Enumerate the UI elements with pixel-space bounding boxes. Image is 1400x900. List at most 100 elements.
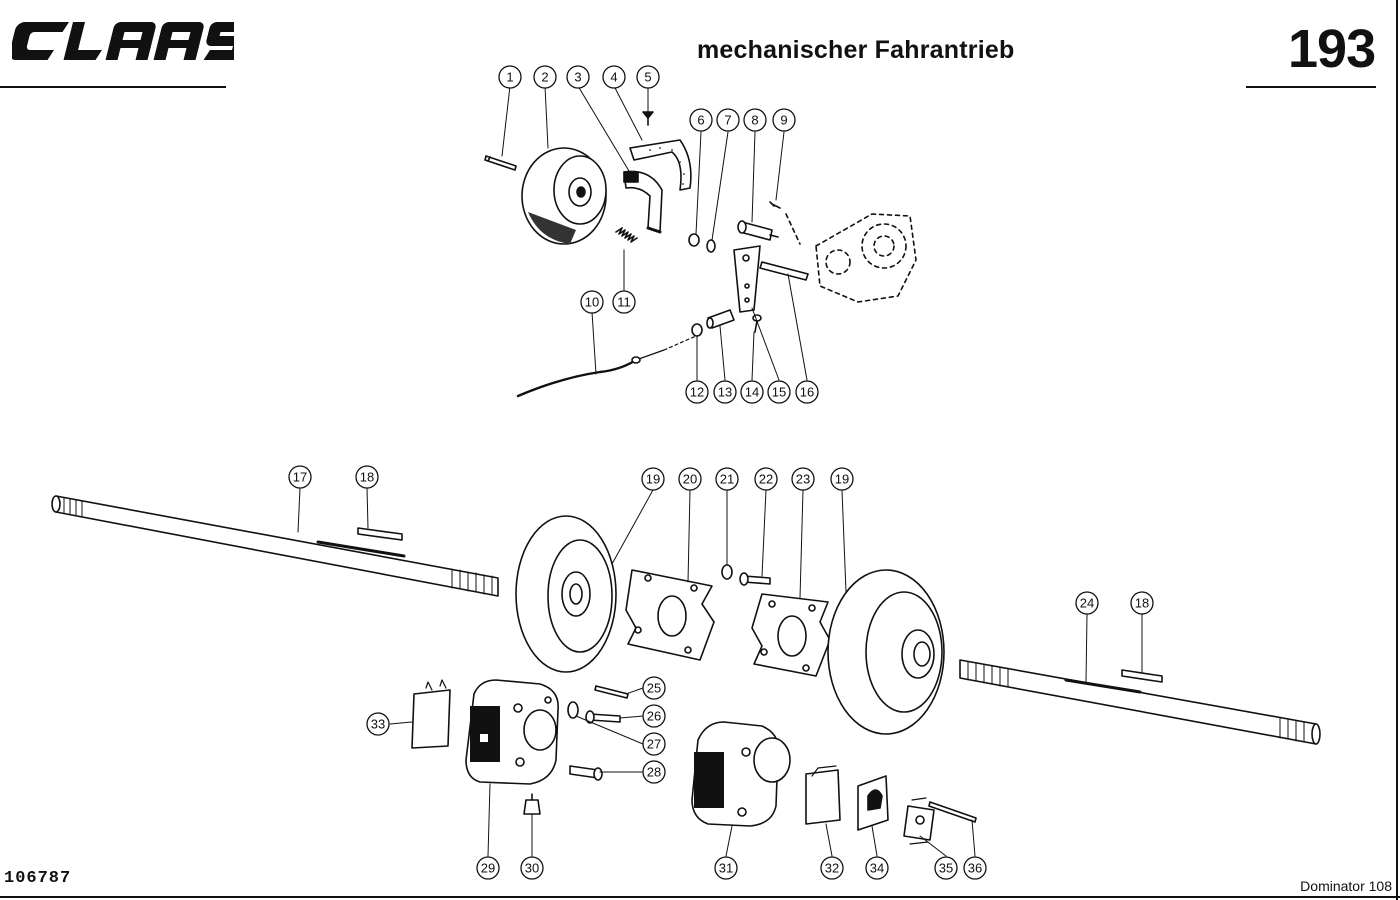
callout-circle	[963, 856, 987, 880]
callout-number: 27	[647, 737, 661, 752]
callout-3: 3	[566, 65, 590, 89]
callout-circle	[1130, 591, 1154, 615]
part-key-left	[357, 527, 403, 541]
part-washer-7	[706, 239, 716, 253]
callout-number: 3	[574, 70, 581, 85]
part-bolt-22	[739, 572, 771, 586]
callout-number: 14	[745, 385, 759, 400]
page-title: mechanischer Fahrantrieb	[697, 36, 1015, 64]
callout-circle	[1075, 591, 1099, 615]
callout-circle	[642, 732, 666, 756]
page-number: 193	[1288, 19, 1376, 79]
callout-circle	[685, 380, 709, 404]
callout-36: 36	[963, 856, 987, 880]
callout-number: 13	[718, 385, 732, 400]
part-pin-16	[759, 261, 809, 281]
callout-number: 23	[796, 472, 810, 487]
part-brake-disc-right	[827, 569, 945, 735]
callout-circle	[366, 712, 390, 736]
callout-number: 21	[720, 472, 734, 487]
callout-circle	[642, 704, 666, 728]
callout-circle	[355, 465, 379, 489]
callout-9: 9	[772, 108, 796, 132]
callout-circle	[772, 108, 796, 132]
callout-circle	[642, 760, 666, 784]
callout-number: 17	[293, 470, 307, 485]
callout-24: 24	[1075, 591, 1099, 615]
callout-number: 31	[719, 861, 733, 876]
part-spring	[615, 227, 638, 243]
callout-19: 19	[641, 467, 665, 491]
callout-19: 19	[830, 467, 854, 491]
callout-number: 6	[697, 113, 704, 128]
callout-circle	[520, 856, 544, 880]
leader-lines	[297, 85, 1143, 857]
part-brake-cable	[516, 335, 697, 398]
callout-circle	[714, 856, 738, 880]
callout-2: 2	[533, 65, 557, 89]
part-bolt-8	[737, 220, 779, 241]
callout-number: 30	[525, 861, 539, 876]
part-bleed-nipple	[523, 793, 541, 815]
part-key-right	[1121, 669, 1163, 683]
callout-circle	[795, 380, 819, 404]
callout-circle	[767, 380, 791, 404]
part-caliper-plate-left	[625, 569, 715, 661]
callout-number: 4	[610, 70, 617, 85]
callout-number: 10	[585, 295, 599, 310]
callout-number: 2	[541, 70, 548, 85]
part-pin	[484, 155, 517, 171]
part-drive-shaft-left	[51, 495, 499, 597]
gearbox-housing	[815, 213, 917, 303]
callout-circle	[288, 465, 312, 489]
part-lever	[733, 245, 761, 313]
callout-7: 7	[716, 108, 740, 132]
callout-16: 16	[795, 380, 819, 404]
part-brake-disc-left	[515, 515, 617, 673]
callout-circle	[641, 467, 665, 491]
callout-circle	[533, 65, 557, 89]
callout-14: 14	[740, 380, 764, 404]
callout-12: 12	[685, 380, 709, 404]
header-rule-right	[1246, 86, 1376, 88]
part-caliper-plate-right	[751, 593, 831, 677]
part-caliper-housing-29	[465, 679, 559, 785]
callout-15: 15	[767, 380, 791, 404]
callout-11: 11	[612, 290, 636, 314]
callout-23: 23	[791, 467, 815, 491]
part-brake-pad-32	[805, 765, 841, 825]
callout-number: 8	[751, 113, 758, 128]
part-brake-lining	[629, 139, 692, 191]
part-rivet	[642, 111, 654, 126]
callout-number: 5	[644, 70, 651, 85]
callout-29: 29	[476, 856, 500, 880]
callout-circle	[715, 467, 739, 491]
part-brake-shoe	[623, 170, 663, 234]
callout-number: 1	[506, 70, 513, 85]
callout-number: 12	[690, 385, 704, 400]
callout-circle	[754, 467, 778, 491]
callout-circle	[612, 290, 636, 314]
frame-bottom	[0, 896, 1400, 898]
callout-number: 18	[1135, 596, 1149, 611]
model-name: Dominator 108	[1300, 878, 1392, 894]
callout-30: 30	[520, 856, 544, 880]
part-shim-plate	[857, 775, 889, 831]
callout-8: 8	[743, 108, 767, 132]
callout-5: 5	[636, 65, 660, 89]
callout-number: 20	[683, 472, 697, 487]
callout-number: 19	[646, 472, 660, 487]
frame-right	[1396, 0, 1398, 900]
callout-25: 25	[642, 676, 666, 700]
part-bolt-26	[585, 710, 621, 724]
callout-number: 35	[939, 861, 953, 876]
callout-circle	[934, 856, 958, 880]
part-nut-12	[691, 323, 703, 337]
callout-18: 18	[1130, 591, 1154, 615]
callout-31: 31	[714, 856, 738, 880]
callout-number: 26	[647, 709, 661, 724]
callout-18: 18	[355, 465, 379, 489]
callout-4: 4	[602, 65, 626, 89]
callout-number: 32	[825, 861, 839, 876]
